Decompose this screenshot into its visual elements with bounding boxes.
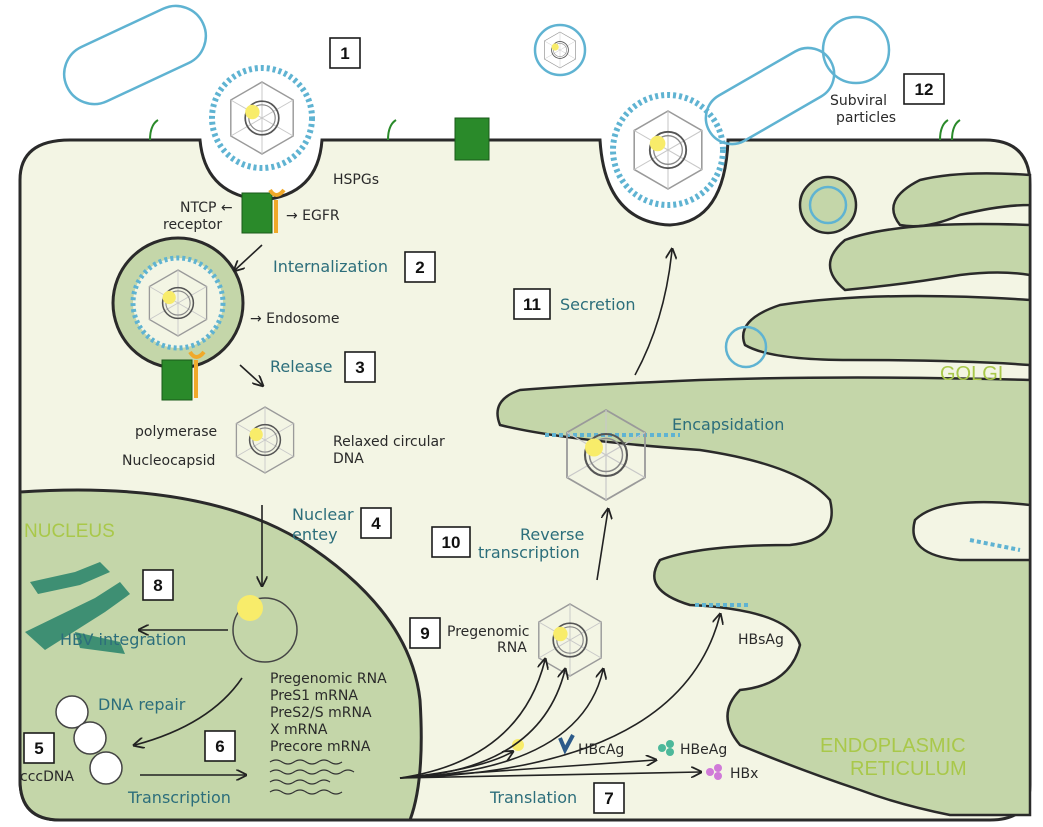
label-polymerase: polymerase <box>135 424 217 440</box>
label-pgrna-1: Pregenomic <box>447 624 529 640</box>
step-box-7: 7 <box>594 783 624 813</box>
label-nucleus: NUCLEUS <box>24 521 115 542</box>
label-internalization: Internalization <box>273 257 388 276</box>
label-nuclear-entry-2: entey <box>292 525 338 544</box>
step-box-10: 10 <box>432 527 470 557</box>
label-subviral-1: Subviral <box>830 93 887 109</box>
transcript-0: Pregenomic RNA <box>270 671 387 687</box>
label-hspgs: HSPGs <box>333 172 379 188</box>
label-rcdna-1: Relaxed circular <box>333 434 445 450</box>
label-reverse-transcription-1: Reverse <box>520 525 584 544</box>
label-nucleocapsid: Nucleocapsid <box>122 453 215 469</box>
transcript-2: PreS2/S mRNA <box>270 705 372 721</box>
svg-text:3: 3 <box>355 358 364 377</box>
step-box-12: 12 <box>904 74 944 104</box>
step-box-9: 9 <box>410 618 440 648</box>
step-box-6: 6 <box>205 731 235 761</box>
label-hbsag: HBsAg <box>738 632 784 648</box>
svg-text:4: 4 <box>371 514 381 533</box>
transcript-3: X mRNA <box>270 722 328 738</box>
label-cccdna: cccDNA <box>20 769 74 785</box>
step-box-1: 1 <box>330 38 360 68</box>
label-release: Release <box>270 357 333 376</box>
label-translation: Translation <box>489 788 577 807</box>
label-nuclear-entry-1: Nuclear <box>292 505 354 524</box>
label-encapsidation: Encapsidation <box>672 415 784 434</box>
label-endosome: → Endosome <box>250 311 339 327</box>
label-hbcag: HBcAg <box>578 742 624 758</box>
step-box-2: 2 <box>405 252 435 282</box>
label-ntcp-2: receptor <box>163 217 222 233</box>
label-golgi: GOLGI <box>940 363 1003 385</box>
label-reverse-transcription-2: transcription <box>478 543 580 562</box>
label-pgrna-2: RNA <box>497 640 527 656</box>
label-rcdna-2: DNA <box>333 451 364 467</box>
step-box-11: 11 <box>514 289 550 319</box>
svg-text:6: 6 <box>215 737 224 756</box>
svg-text:11: 11 <box>523 295 541 314</box>
label-secretion: Secretion <box>560 295 636 314</box>
label-er-2: RETICULUM <box>850 758 967 780</box>
label-hbv-integration: HBV integration <box>60 630 186 649</box>
step-box-3: 3 <box>345 352 375 382</box>
label-subviral-2: particles <box>836 110 896 126</box>
label-hbx: HBx <box>730 766 758 782</box>
label-hbeag: HBeAg <box>680 742 727 758</box>
transcript-4: Precore mRNA <box>270 739 371 755</box>
svg-text:10: 10 <box>442 533 461 552</box>
label-ntcp-1: NTCP ← <box>180 200 233 216</box>
label-transcription: Transcription <box>127 788 231 807</box>
transcript-1: PreS1 mRNA <box>270 688 358 704</box>
step-box-5: 5 <box>24 733 54 763</box>
label-er-1: ENDOPLASMIC <box>820 735 966 757</box>
step-box-4: 4 <box>361 508 391 538</box>
svg-text:2: 2 <box>415 258 424 277</box>
step-box-8: 8 <box>143 570 173 600</box>
label-egfr: → EGFR <box>286 208 340 224</box>
svg-text:12: 12 <box>915 80 934 99</box>
svg-text:8: 8 <box>153 576 162 595</box>
svg-text:1: 1 <box>340 44 349 63</box>
svg-text:5: 5 <box>34 739 43 758</box>
svg-text:9: 9 <box>420 624 429 643</box>
label-dna-repair: DNA repair <box>98 695 186 714</box>
svg-text:7: 7 <box>604 789 613 808</box>
